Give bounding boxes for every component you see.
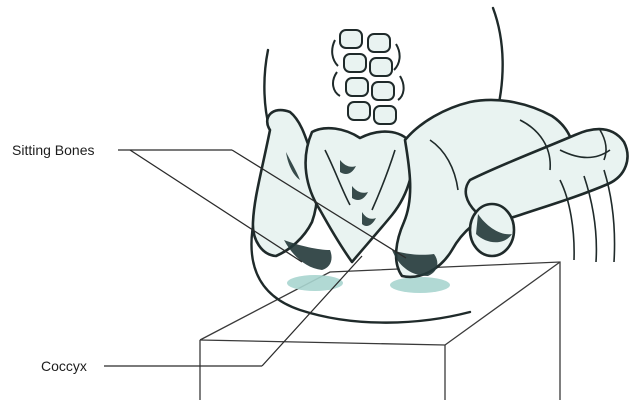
sitting-bones-label: Sitting Bones [12, 142, 95, 158]
contact-patches [287, 275, 450, 293]
coccyx-label: Coccyx [41, 358, 87, 374]
seat-block [200, 262, 560, 400]
coccyx-leader-diagonal [262, 256, 362, 366]
spine [332, 30, 403, 124]
